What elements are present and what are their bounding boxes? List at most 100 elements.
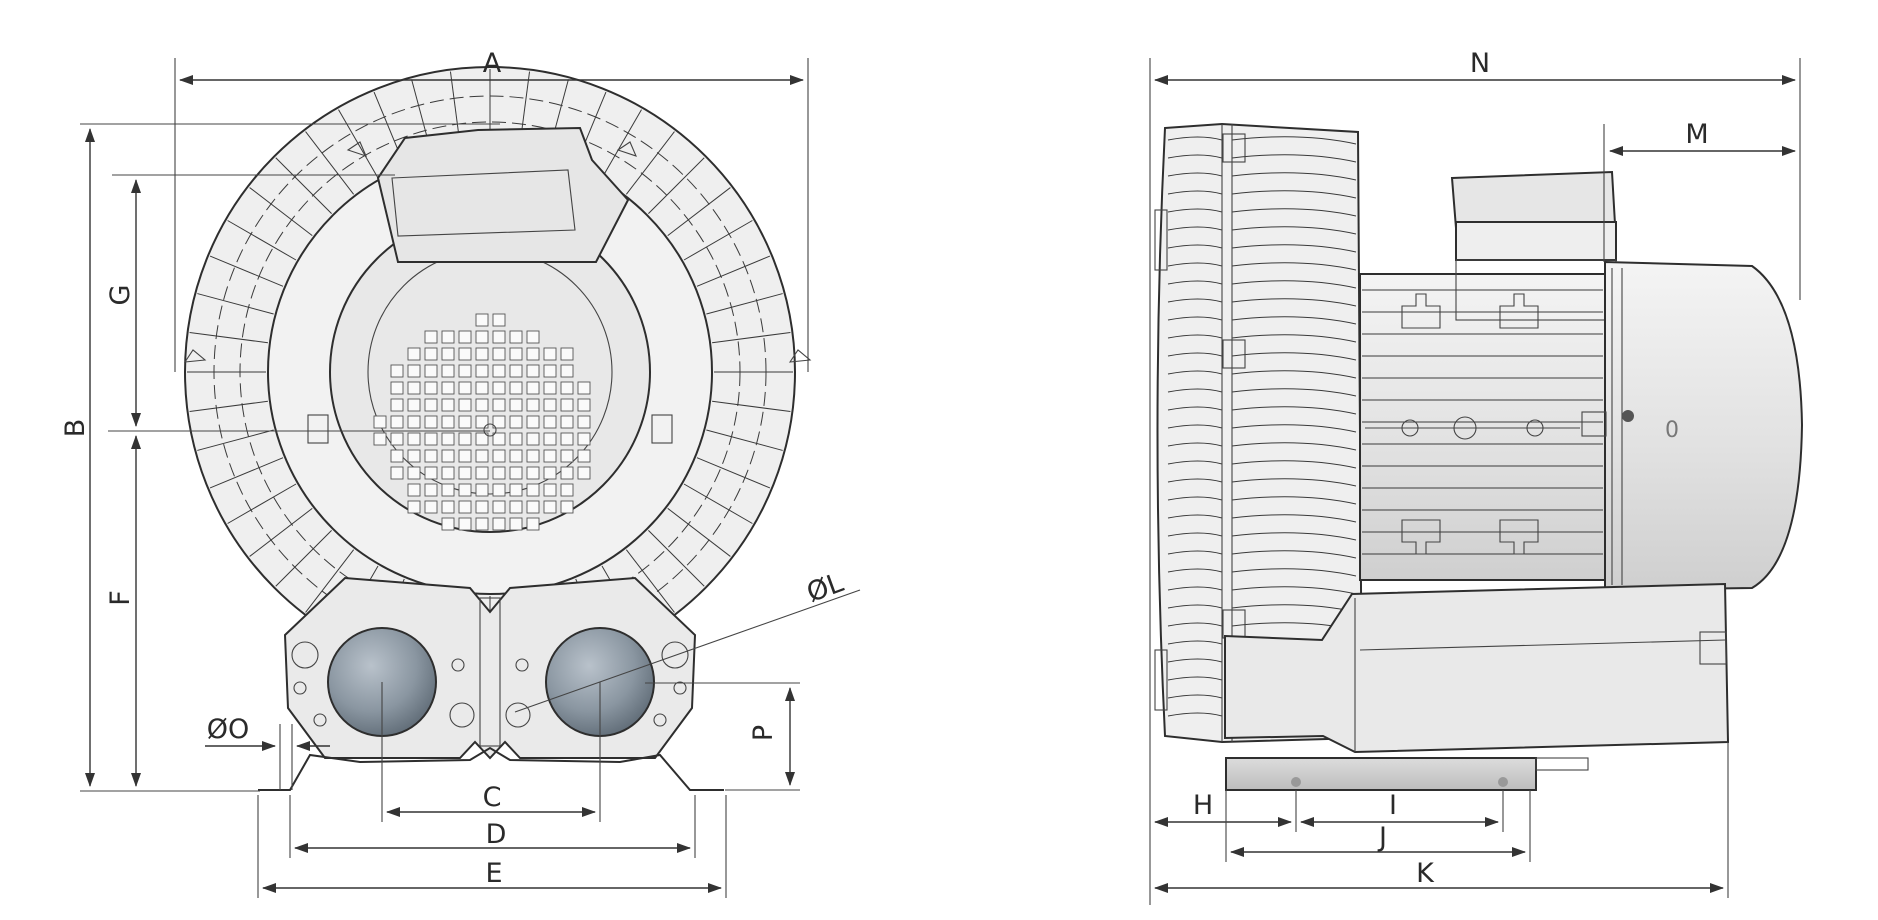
grille-cell [577,432,591,446]
grille-cell [492,330,506,344]
fin-line [667,507,731,557]
dim-label-C: C [483,782,502,813]
grille-cell [390,381,404,395]
grille-cell [424,449,438,463]
side-fin [1167,586,1357,595]
grille-cell [475,483,489,497]
grille-cell [390,466,404,480]
dim-label-A: A [483,48,502,79]
grille-cell [509,415,523,429]
grille-cell [407,432,421,446]
grille-cell [509,432,523,446]
grille-cell [509,449,523,463]
fin-line [249,507,313,557]
grille-cell [458,381,472,395]
fin-line [706,429,783,451]
grille-cell [577,381,591,395]
grille-cell [509,381,523,395]
grille-cell [492,449,506,463]
grille-cell [407,500,421,514]
fin-line [648,530,705,587]
grille-cell [441,381,455,395]
fin-line [189,400,268,413]
grille-cell [526,449,540,463]
grille-cell [390,449,404,463]
rotation-label: 0 [1665,418,1679,443]
grille-cell [543,483,557,497]
grille-cell [441,483,455,497]
grille-cell [424,432,438,446]
grille-cell [526,398,540,412]
fin-line [197,293,274,315]
side-fin [1167,406,1357,415]
grille-cell [577,466,591,480]
grille-cell [560,466,574,480]
dim-label-G: G [105,285,136,306]
grille-cell [526,415,540,429]
grille-cell [543,364,557,378]
side-fin [1167,226,1357,235]
grille-cell [441,398,455,412]
grille-cell [526,500,540,514]
grille-cell [441,330,455,344]
fin-line [667,187,731,237]
fin-line [696,255,771,287]
grille-cell [560,500,574,514]
fin-line [648,157,705,214]
grille-cell [543,449,557,463]
fin-line [712,331,791,344]
grille-cell [492,432,506,446]
side-fin [1167,208,1357,217]
grille-cell [509,330,523,344]
fin-line [601,109,642,179]
dim-label-N: N [1470,48,1490,79]
grille-cell [458,415,472,429]
grille-cell [441,364,455,378]
grille-cell [407,381,421,395]
grille-cell [390,398,404,412]
grille-cell [492,398,506,412]
grille-cell [526,347,540,361]
grille-cell [407,347,421,361]
grille-cell [543,500,557,514]
grille-cell [441,466,455,480]
grille-cell [441,517,455,531]
grille-cell [424,364,438,378]
side-fin [1167,568,1357,577]
grille-cell [509,347,523,361]
grille-cell [560,432,574,446]
grille-cell [526,466,540,480]
grille-cell [458,347,472,361]
side-fin [1167,154,1357,163]
grille-cell [492,415,506,429]
grille-cell [475,517,489,531]
grille-cell [543,415,557,429]
side-fin [1167,460,1357,469]
grille-cell [407,364,421,378]
side-fin [1167,316,1357,325]
side-dimensions: N M H I J K [1149,48,1801,905]
grille-cell [509,466,523,480]
grille-cell [526,330,540,344]
grille-cell [475,432,489,446]
grille-cell [373,432,387,446]
grille-cell [509,398,523,412]
grille-cell [577,398,591,412]
grille-cell [424,381,438,395]
motor-body: 0 [1359,170,1804,592]
grille-cell [458,432,472,446]
grille-cell [458,483,472,497]
grille-cell [492,313,506,327]
grille-cell [509,483,523,497]
side-fin [1167,478,1357,487]
side-base-plate [1225,757,1589,791]
grille-cell [543,398,557,412]
grille-cell [543,432,557,446]
grille-cell [407,466,421,480]
grille-cell [475,500,489,514]
dim-label-E: E [485,858,502,889]
grille-cell [526,517,540,531]
grille-cell [560,398,574,412]
motor-fan-grille [373,313,591,531]
fin-line [209,255,284,287]
